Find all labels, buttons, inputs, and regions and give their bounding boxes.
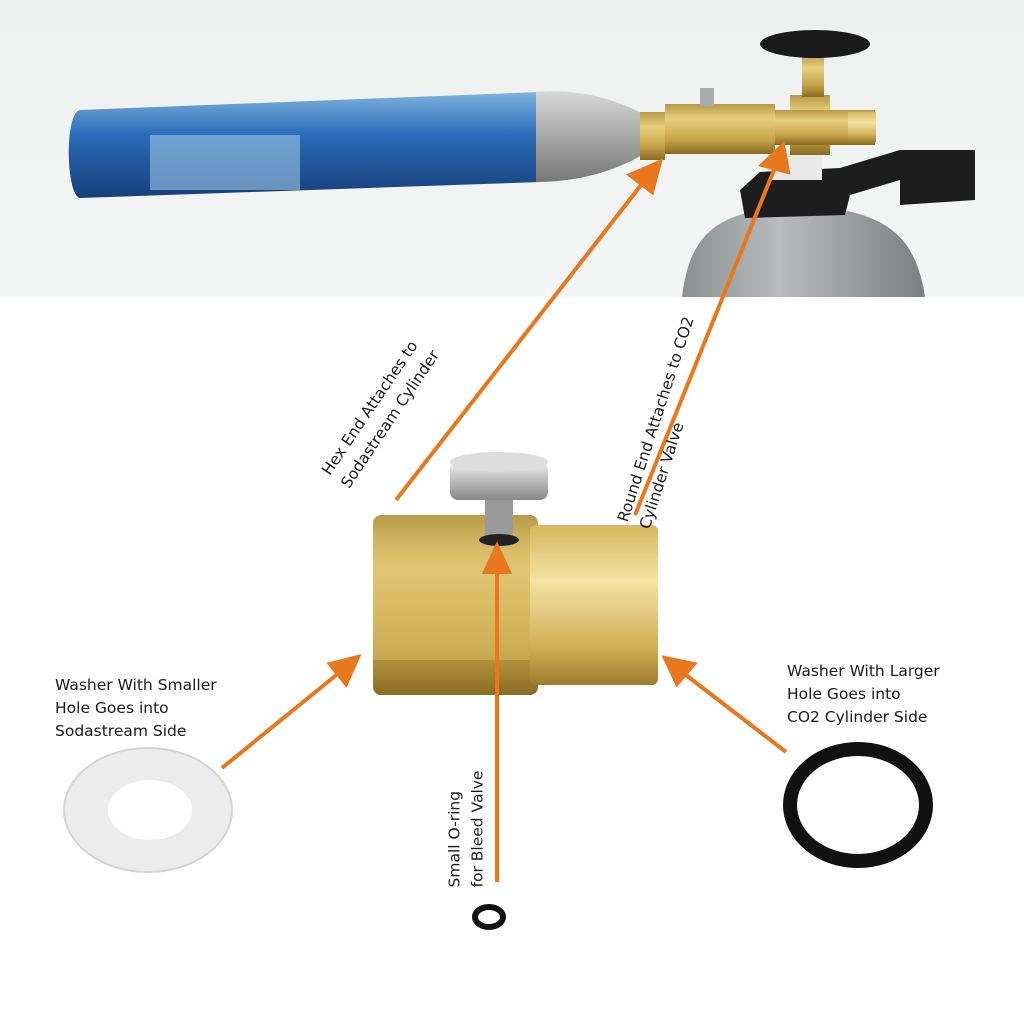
sodastream-cylinder	[68, 88, 775, 198]
label-line: Sodastream Side	[55, 722, 187, 740]
arrowhead	[481, 541, 513, 574]
co2-tank	[682, 30, 975, 297]
label-line: CO2 Cylinder Side	[787, 708, 928, 726]
small-o-ring	[472, 904, 506, 930]
top-photo	[0, 0, 1024, 297]
small-washer-label: Washer With Smaller Hole Goes into Sodas…	[55, 674, 217, 743]
o-ring-label: Small O-ring for Bleed Valve	[443, 771, 489, 888]
label-line: Small O-ring	[445, 790, 464, 888]
annotation-arrows	[220, 141, 791, 882]
large-washer-label: Washer With Larger Hole Goes into CO2 Cy…	[787, 660, 940, 729]
label-line: Hole Goes into	[55, 699, 169, 717]
label-line: Hole Goes into	[787, 685, 901, 703]
small-washer	[63, 747, 233, 873]
label-line: for Bleed Valve	[468, 770, 487, 888]
label-line: Washer With Larger	[787, 662, 940, 680]
arrowhead	[758, 141, 791, 175]
arrowhead	[626, 158, 663, 196]
label-line: Washer With Smaller	[55, 676, 217, 694]
arrowhead	[661, 655, 698, 688]
large-washer-o-ring	[783, 742, 933, 868]
brass-adapter	[373, 452, 658, 695]
arrowhead	[326, 654, 362, 688]
